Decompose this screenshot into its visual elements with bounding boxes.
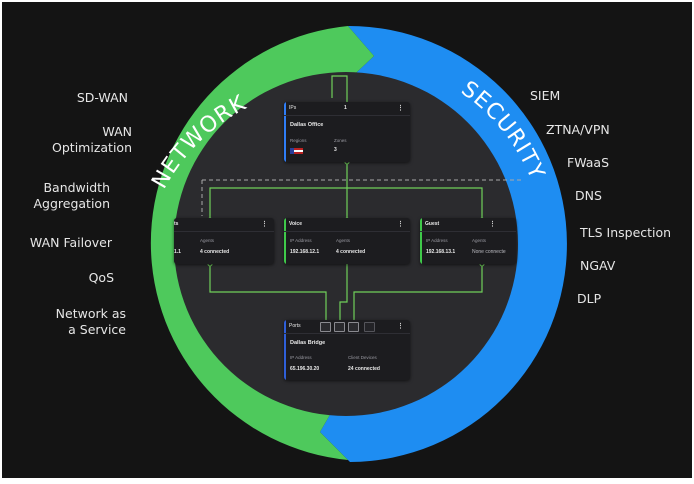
card-accent: [284, 320, 286, 380]
card-title: Guest: [425, 221, 440, 227]
regions-label: Regions: [290, 138, 307, 143]
voice-zone-card[interactable]: Voice ⋮ IP Address Agents 192.168.12.1 4…: [284, 218, 410, 264]
card-title: ts: [174, 221, 179, 227]
agents-label: Agents: [472, 238, 487, 243]
security-feature-dlp: DLP: [577, 291, 602, 306]
card-menu-icon[interactable]: ⋮: [397, 105, 404, 112]
card-header: IPs 1 ⋮: [284, 102, 410, 116]
diagram-canvas: NETWORK SECURITY SD-WAN WAN Optimization: [2, 2, 692, 478]
connector-lines: [209, 75, 483, 320]
card-title: Dallas Office: [290, 122, 324, 128]
ip-address-label: IP Address: [290, 355, 312, 360]
left-zone-card[interactable]: ts ⋮ Agents 1.1 4 connected: [174, 218, 274, 264]
card-header: Guest ⋮: [420, 218, 516, 232]
dashed-link: [201, 179, 522, 216]
ip-address-label: IP Address: [426, 238, 448, 243]
ip-value: 1.1: [174, 249, 181, 255]
zones-value: 3: [334, 147, 337, 153]
zones-label: Zones: [334, 138, 347, 143]
card-title: Voice: [289, 221, 302, 227]
card-accent: [420, 218, 422, 264]
client-devices-label: Client Devices: [348, 355, 377, 360]
ip-address-label: IP Address: [290, 238, 312, 243]
dallas-office-card[interactable]: IPs 1 ⋮ Dallas Office Regions Zones 3: [284, 102, 410, 162]
agents-value: None connecte: [472, 249, 506, 255]
network-feature-sdwan: SD-WAN: [76, 90, 128, 105]
security-feature-ngav: NGAV: [580, 258, 616, 273]
security-feature-ztna-vpn: ZTNA/VPN: [546, 122, 610, 137]
port-icon[interactable]: [320, 322, 331, 332]
card-title: Dallas Bridge: [290, 340, 326, 346]
security-feature-fwaas: FWaaS: [567, 155, 610, 170]
card-menu-icon[interactable]: ⋮: [489, 221, 496, 228]
security-feature-dns: DNS: [575, 188, 602, 203]
agents-label: Agents: [200, 238, 215, 243]
network-feature-naas: Network as a Service: [55, 306, 126, 337]
card-menu-icon[interactable]: ⋮: [397, 323, 404, 330]
network-feature-wan-failover: WAN Failover: [29, 235, 112, 250]
card-accent: [284, 102, 286, 162]
ips-count: 1: [344, 105, 347, 111]
card-menu-icon[interactable]: ⋮: [397, 221, 404, 228]
card-header: ts ⋮: [174, 218, 274, 232]
ip-address-value: 192.168.13.1: [426, 249, 456, 255]
ip-address-value: 65.196.30.20: [290, 366, 320, 372]
dallas-bridge-card[interactable]: Ports ⋮ Dallas Bridge IP Address Client …: [284, 320, 410, 380]
client-devices-value: 24 connected: [348, 366, 380, 372]
card-header: Ports ⋮: [284, 320, 410, 334]
guest-zone-card[interactable]: Guest ⋮ IP Address Agents 192.168.13.1 N…: [420, 218, 516, 264]
ips-label: IPs: [289, 105, 297, 111]
security-feature-tls-inspection: TLS Inspection: [580, 225, 672, 240]
port-icon[interactable]: [334, 322, 345, 332]
port-icon[interactable]: [348, 322, 359, 332]
security-feature-siem: SIEM: [530, 88, 561, 103]
port-empty-icon[interactable]: [364, 322, 375, 332]
network-feature-qos: QoS: [88, 270, 114, 285]
network-feature-wan-optimization: WAN Optimization: [52, 124, 132, 155]
agents-label: Agents: [336, 238, 351, 243]
ip-address-value: 192.168.12.1: [290, 249, 320, 255]
agents-value: 4 connected: [336, 249, 366, 255]
network-feature-bandwidth-aggregation: Bandwidth Aggregation: [33, 180, 110, 211]
card-accent: [284, 218, 286, 264]
card-menu-icon[interactable]: ⋮: [261, 221, 268, 228]
card-header: Voice ⋮: [284, 218, 410, 232]
us-flag-icon: [290, 148, 303, 154]
ports-label: Ports: [289, 323, 301, 329]
agents-value: 4 connected: [200, 249, 230, 255]
